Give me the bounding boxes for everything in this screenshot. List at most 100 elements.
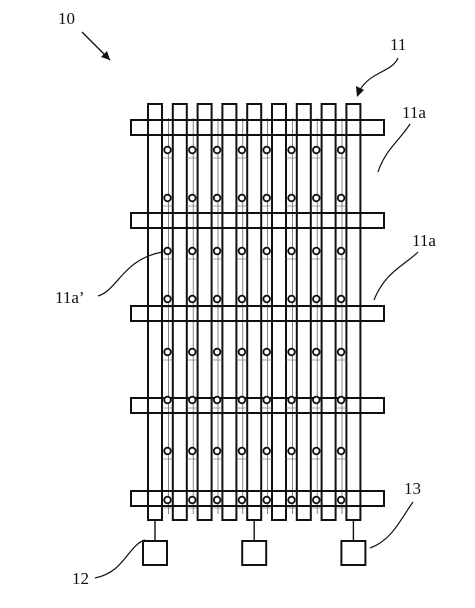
- arrow-10: [81, 31, 111, 61]
- contact-point: [212, 446, 222, 456]
- contact-point: [336, 193, 346, 203]
- contact-point: [188, 145, 197, 155]
- horizontal-bar: [130, 212, 385, 229]
- contact-point: [212, 145, 222, 155]
- leader-13: [369, 501, 414, 549]
- label-13: 13: [404, 479, 421, 498]
- contact-point: [163, 495, 172, 505]
- contact-point: [237, 347, 247, 357]
- contact-point: [336, 347, 346, 357]
- label-10: 10: [58, 9, 75, 28]
- contact-point: [212, 193, 222, 203]
- contact-point: [287, 347, 296, 357]
- label-11a-top: 11a: [402, 103, 426, 122]
- horizontal-bar: [130, 305, 385, 322]
- contact-point: [188, 193, 197, 203]
- horizontal-bar: [130, 397, 385, 414]
- vertical-strip: [196, 103, 213, 521]
- contact-point: [262, 246, 271, 256]
- contact-point: [312, 193, 321, 203]
- arrow-11: [356, 57, 399, 97]
- contact-point: [237, 246, 247, 256]
- contact-point: [212, 294, 222, 304]
- vertical-strip: [345, 103, 362, 521]
- contact-point: [312, 246, 321, 256]
- pad-square: [142, 540, 168, 566]
- contact-point: [163, 246, 172, 256]
- contact-point: [287, 193, 296, 203]
- contact-point: [287, 495, 296, 505]
- contact-point: [163, 347, 172, 357]
- contact-point: [237, 495, 247, 505]
- label-11a-prime: 11a’: [55, 288, 85, 307]
- label-11: 11: [390, 35, 406, 54]
- contact-point: [262, 395, 271, 405]
- contact-point: [312, 495, 321, 505]
- horizontal-bar: [130, 490, 385, 507]
- contact-point: [212, 246, 222, 256]
- leader-12: [94, 539, 146, 579]
- vertical-strips: [147, 103, 362, 521]
- contact-point: [287, 294, 296, 304]
- leader-11a-prime: [97, 251, 163, 297]
- contact-point: [312, 145, 321, 155]
- contact-point: [163, 193, 172, 203]
- contact-point: [312, 395, 321, 405]
- contact-point: [237, 294, 247, 304]
- contact-points: [163, 145, 346, 505]
- vertical-strip: [320, 103, 337, 521]
- contact-point: [336, 145, 346, 155]
- contact-point: [336, 495, 346, 505]
- contact-point: [262, 294, 271, 304]
- contact-point: [212, 495, 222, 505]
- contact-point: [336, 294, 346, 304]
- contact-point: [237, 193, 247, 203]
- vertical-strip: [246, 103, 263, 521]
- leader-11a-mid: [373, 251, 419, 301]
- contact-point: [188, 446, 197, 456]
- contact-point: [237, 145, 247, 155]
- contact-point: [163, 446, 172, 456]
- contact-point: [163, 294, 172, 304]
- contact-point: [336, 446, 346, 456]
- vertical-strip: [171, 103, 188, 521]
- label-11a-mid: 11a: [412, 231, 436, 250]
- vertical-strip: [295, 103, 312, 521]
- vertical-strip: [147, 103, 163, 521]
- contact-point: [188, 347, 197, 357]
- contact-point: [188, 246, 197, 256]
- contact-point: [336, 246, 346, 256]
- contact-point: [237, 395, 247, 405]
- vertical-strip: [271, 103, 287, 521]
- contact-point: [336, 395, 346, 405]
- contact-point: [188, 495, 197, 505]
- contact-point: [237, 446, 247, 456]
- contact-point: [287, 145, 296, 155]
- contact-point: [188, 395, 197, 405]
- horizontal-bar: [130, 119, 385, 136]
- contact-point: [262, 145, 271, 155]
- contact-point: [262, 446, 271, 456]
- contact-point: [287, 446, 296, 456]
- contact-point: [262, 193, 271, 203]
- contact-point: [163, 395, 172, 405]
- contact-point: [262, 347, 271, 357]
- contact-point: [188, 294, 197, 304]
- vertical-strip: [221, 103, 238, 521]
- leader-11a-top: [377, 123, 411, 173]
- contact-point: [312, 347, 321, 357]
- contact-point: [212, 347, 222, 357]
- electrode-array: [130, 103, 385, 566]
- contact-point: [312, 446, 321, 456]
- contact-point: [287, 395, 296, 405]
- contact-point: [262, 495, 271, 505]
- contact-point: [163, 145, 172, 155]
- pad-square: [241, 540, 268, 566]
- horizontal-bars: [130, 119, 385, 507]
- label-12: 12: [72, 569, 89, 588]
- contact-point: [212, 395, 222, 405]
- pads: [142, 520, 367, 566]
- pad-square: [340, 540, 367, 566]
- contact-point: [312, 294, 321, 304]
